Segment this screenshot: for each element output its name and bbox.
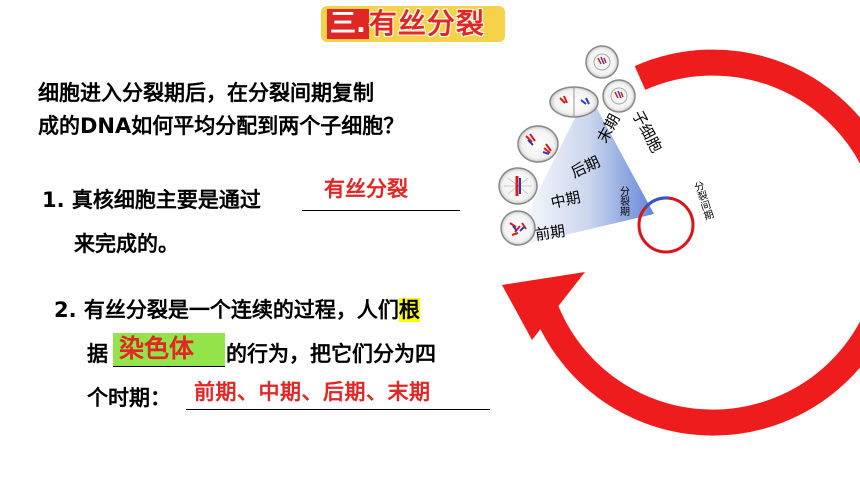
item2-answer-chromosome: 染色体: [113, 333, 225, 367]
phase-label-prophase: 前期: [534, 222, 566, 244]
cell-cycle-arrow-arc: [530, 49, 860, 436]
division-phase-wedge: [510, 92, 654, 248]
phase-label-metaphase: 中期: [549, 188, 582, 212]
cell-telophase: [549, 86, 599, 118]
item1-suffix: 来完成的。: [74, 232, 179, 256]
section-number: 三.: [327, 9, 369, 39]
item1-answer: 有丝分裂: [324, 177, 408, 201]
item2-line2-end: 的行为，把它们分为四: [226, 342, 436, 366]
daughter-cells-label: 子细胞: [628, 107, 665, 155]
interphase-label: 分裂间期: [691, 180, 715, 223]
question-line-2: 成的DNA如何平均分配到两个子细胞？: [38, 114, 405, 138]
question-line-1: 细胞进入分裂期后，在分裂间期复制: [38, 81, 374, 105]
section-title: 有丝分裂: [368, 7, 485, 40]
item2-line1-text: 2. 有丝分裂是一个连续的过程，人们: [54, 298, 399, 322]
section-title-banner: 三. 有丝分裂: [321, 6, 505, 42]
item2-line1-highlight: 根: [398, 298, 420, 322]
cell-daughter-lower: [602, 79, 636, 113]
item2-blank-1: [113, 366, 225, 367]
division-phase-label: 分裂期: [618, 186, 630, 217]
item1-prefix: 1. 真核细胞主要是通过: [42, 188, 261, 212]
item2-line-1: 2. 有丝分裂是一个连续的过程，人们根: [54, 293, 420, 327]
cell-cycle-diagram: 末期 后期 中期 前期 子细胞 分裂期 分裂间期: [498, 45, 860, 436]
item1-blank: [302, 210, 460, 211]
item2-line2-start: 据: [87, 342, 108, 366]
cell-metaphase: [498, 167, 538, 205]
cell-anaphase: [517, 125, 559, 163]
cell-daughter-upper: [585, 45, 619, 79]
item2-blank-2: [186, 409, 490, 410]
item2-line3-prefix: 个时期：: [87, 386, 171, 410]
item2-answer-phases: 前期、中期、后期、末期: [194, 380, 431, 404]
cell-prophase: [500, 210, 536, 246]
division-phase-arc: [644, 196, 670, 209]
cell-cycle-arrow-head: [502, 272, 585, 340]
